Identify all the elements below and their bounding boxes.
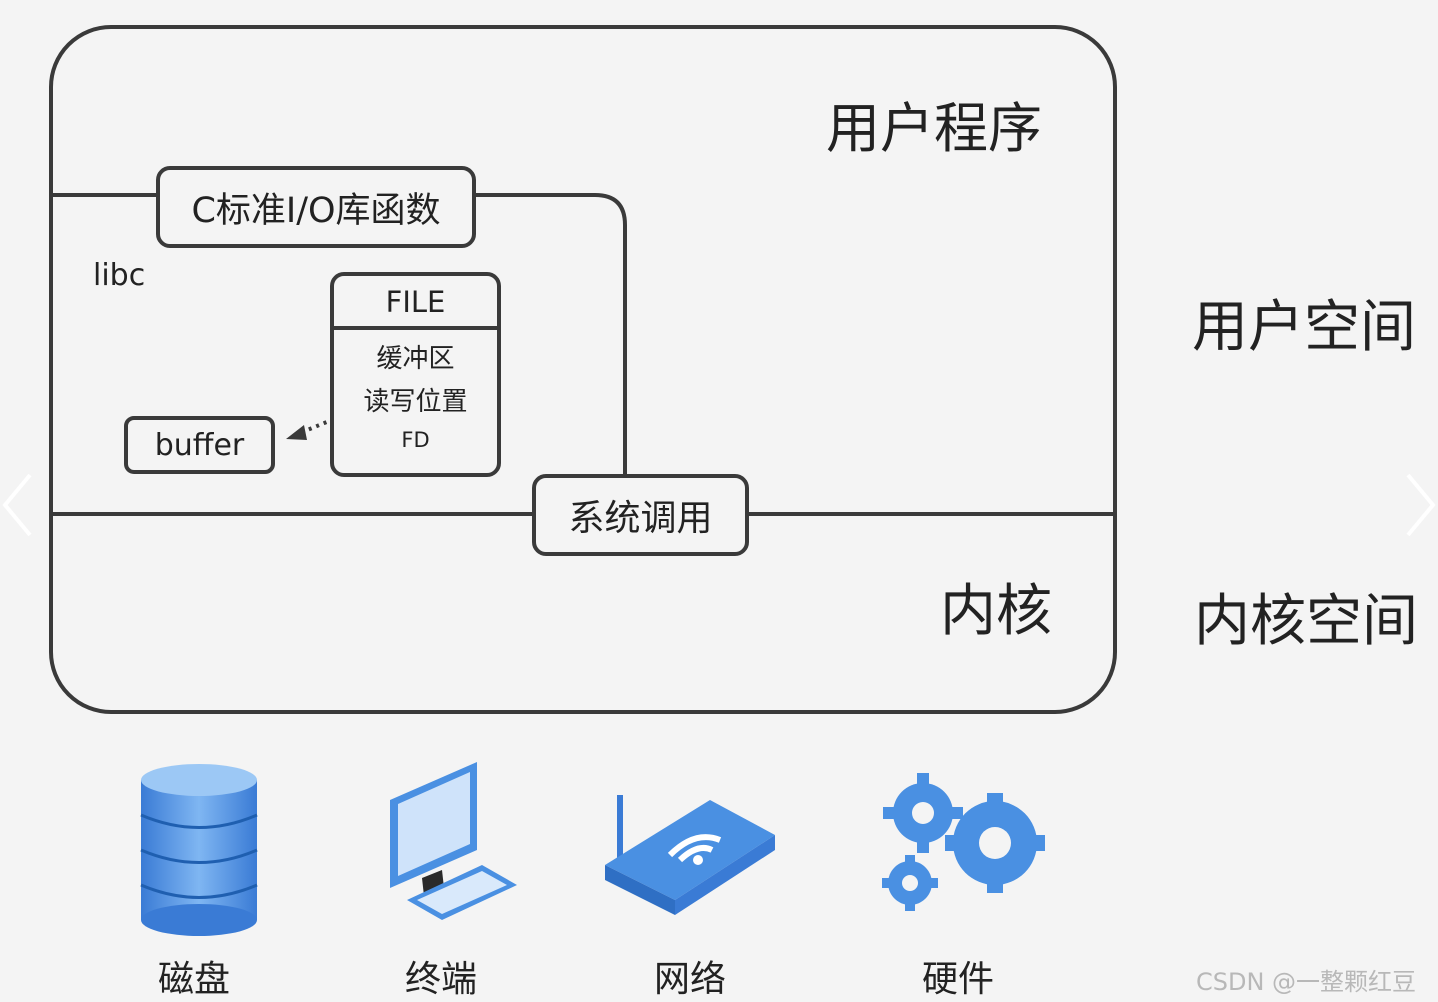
kernel-space-label: 内核空间 (1194, 589, 1418, 654)
buffer-box: buffer (124, 416, 275, 474)
next-arrow-icon[interactable] (1402, 470, 1438, 540)
terminal-label: 终端 (405, 959, 478, 1000)
kernel-label: 内核 (940, 579, 1052, 644)
previous-arrow-icon[interactable] (0, 470, 36, 540)
file-field-buffer: 缓冲区 (376, 344, 455, 374)
libc-label: libc (93, 258, 146, 293)
buffer-label: buffer (154, 427, 245, 463)
libc-boundary-path (470, 193, 627, 476)
hardware-label: 硬件 (922, 959, 995, 1000)
disk-icon (140, 764, 258, 936)
network-label: 网络 (654, 959, 727, 1000)
dotted-arrow-head (286, 425, 307, 440)
gears-icon (882, 773, 1045, 911)
disk-label: 磁盘 (158, 959, 231, 1000)
user-program-label: 用户程序 (826, 97, 1042, 160)
c-stdio-library-label: C标准I/O库函数 (191, 190, 441, 231)
file-field-rw-position: 读写位置 (363, 387, 468, 417)
file-struct-box: FILE 缓冲区 读写位置 FD (330, 272, 501, 477)
watermark: CSDN @一整颗红豆 (1196, 968, 1417, 996)
file-struct-title: FILE (334, 276, 497, 330)
terminal-icon (390, 762, 517, 920)
file-field-fd: FD (401, 428, 430, 452)
syscall-box: 系统调用 (532, 474, 749, 556)
user-space-label: 用户空间 (1192, 295, 1416, 360)
syscall-label: 系统调用 (568, 498, 713, 539)
c-stdio-library-box: C标准I/O库函数 (156, 166, 476, 248)
network-router-icon (605, 795, 775, 915)
user-program-frame (49, 25, 1117, 714)
